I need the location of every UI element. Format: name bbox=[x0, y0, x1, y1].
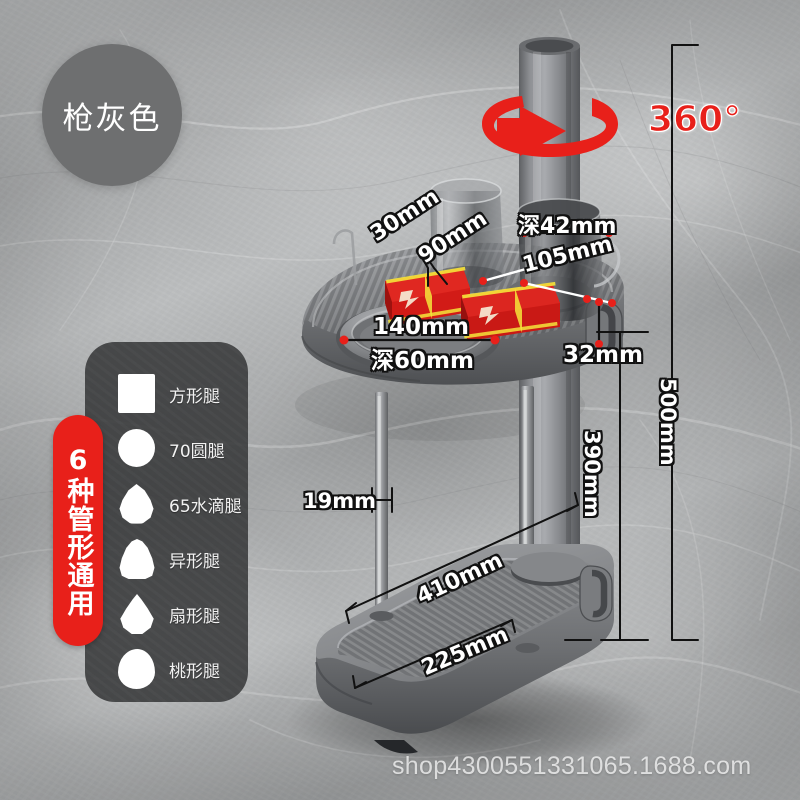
legend-label: 70圆腿 bbox=[169, 441, 225, 462]
leg-shape-legend-panel: 方形腿 70圆腿 65水滴腿 异形腿 扇形腿 桃形腿 bbox=[85, 342, 248, 702]
dimension-label-shelf-height: 390mm bbox=[580, 430, 604, 518]
dimension-lines bbox=[339, 44, 699, 689]
dimension-label-cup-depth: 深42mm bbox=[518, 214, 617, 239]
legend-panel-texture bbox=[85, 342, 248, 702]
dimension-label-side-hook: 32mm bbox=[563, 342, 643, 368]
peach-leg-icon bbox=[118, 649, 156, 689]
list-item: 方形腿 bbox=[118, 368, 248, 420]
fan-leg-icon bbox=[118, 594, 156, 634]
list-item: 70圆腿 bbox=[118, 423, 248, 475]
color-badge: 枪灰色 bbox=[42, 44, 182, 186]
list-item: 桃形腿 bbox=[118, 643, 248, 695]
circle-leg-icon bbox=[118, 429, 156, 469]
bowl-recess bbox=[336, 303, 500, 373]
legend-label: 扇形腿 bbox=[169, 606, 220, 627]
dimension-label-bowl-diameter: 140mm bbox=[373, 314, 469, 340]
legend-label: 桃形腿 bbox=[169, 661, 220, 682]
watermark: shop4300551331065.1688.com bbox=[392, 752, 752, 780]
dimension-label-bowl-depth: 深60mm bbox=[371, 348, 474, 374]
legend-label: 异形腿 bbox=[169, 551, 220, 572]
legend-label: 方形腿 bbox=[169, 386, 220, 407]
square-leg-icon bbox=[118, 374, 156, 414]
dimension-label-pole-diameter: 19mm bbox=[303, 489, 376, 513]
rotation-arrow-icon bbox=[482, 96, 618, 157]
legend-label: 65水滴腿 bbox=[169, 496, 242, 517]
upper-tray bbox=[301, 178, 624, 385]
legend-list: 方形腿 70圆腿 65水滴腿 异形腿 扇形腿 桃形腿 bbox=[85, 342, 248, 702]
list-item: 扇形腿 bbox=[118, 588, 248, 640]
bottom-base bbox=[314, 543, 614, 754]
universal-pipe-banner: 6种管形通用 bbox=[53, 415, 103, 646]
color-badge-label: 枪灰色 bbox=[62, 100, 162, 137]
rotation-degree-label: 360° bbox=[647, 98, 742, 140]
red-boxes-back bbox=[461, 281, 560, 341]
universal-pipe-banner-text: 6种管形通用 bbox=[62, 444, 94, 617]
waterdrop-leg-icon bbox=[118, 484, 156, 524]
dimension-label-total-height: 500mm bbox=[656, 378, 680, 466]
list-item: 异形腿 bbox=[118, 533, 248, 585]
list-item: 65水滴腿 bbox=[118, 478, 248, 530]
irregular-leg-icon bbox=[118, 539, 156, 579]
